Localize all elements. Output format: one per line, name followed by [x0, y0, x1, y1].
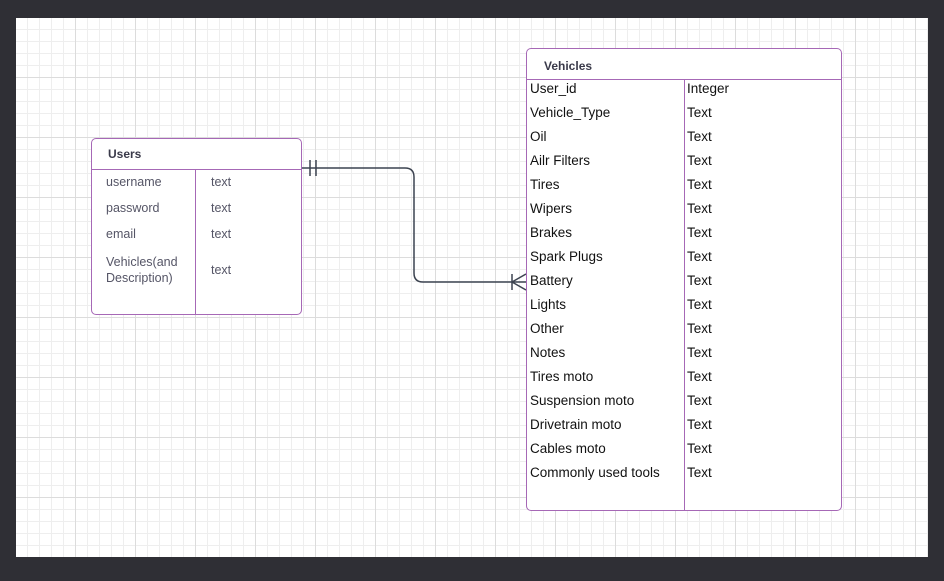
vehicles-field-row[interactable]: Battery Text [527, 273, 841, 291]
diagram-canvas: Users username text password text email … [16, 18, 928, 557]
field-type: text [211, 175, 232, 189]
field-type: text [211, 201, 232, 215]
vehicles-field-row[interactable]: Vehicle_Type Text [527, 105, 841, 123]
users-entity[interactable]: Users username text password text email … [91, 138, 302, 315]
vehicles-field-row[interactable]: User_id Integer [527, 81, 841, 99]
field-type: Text [687, 249, 712, 264]
field-name: email [106, 227, 136, 241]
field-name: password [106, 201, 160, 215]
field-name: Cables moto [530, 441, 606, 456]
vehicles-field-row[interactable]: Lights Text [527, 297, 841, 315]
users-entity-title: Users [92, 139, 301, 170]
field-type: Text [687, 465, 712, 480]
field-name: Suspension moto [530, 393, 635, 408]
field-name: Wipers [530, 201, 573, 216]
relationship-line [302, 167, 526, 283]
field-name: Other [530, 321, 564, 336]
users-field-row[interactable]: Vehicles(and Description) text [92, 254, 301, 288]
vehicles-field-row[interactable]: Wipers Text [527, 201, 841, 219]
field-name: User_id [530, 81, 577, 96]
field-type: text [211, 263, 232, 277]
field-name: Lights [530, 297, 567, 312]
vehicles-field-row[interactable]: Suspension moto Text [527, 393, 841, 411]
users-field-row[interactable]: email text [92, 227, 301, 245]
field-type: Text [687, 417, 712, 432]
field-name: username [106, 175, 162, 189]
field-type: Text [687, 369, 712, 384]
users-column-divider [195, 169, 196, 314]
vehicles-field-row[interactable]: Cables moto Text [527, 441, 841, 459]
field-type: Text [687, 393, 712, 408]
field-name: Tires moto [530, 369, 594, 384]
field-type: Text [687, 201, 712, 216]
field-name: Commonly used tools [530, 465, 660, 480]
field-type: Text [687, 177, 712, 192]
vehicles-field-row[interactable]: Oil Text [527, 129, 841, 147]
field-type: Text [687, 105, 712, 120]
users-field-row[interactable]: username text [92, 175, 301, 193]
field-name: Battery [530, 273, 573, 288]
vehicles-field-row[interactable]: Notes Text [527, 345, 841, 363]
vehicles-column-divider [684, 79, 685, 510]
field-type: Text [687, 321, 712, 336]
vehicles-field-row[interactable]: Tires Text [527, 177, 841, 195]
vehicles-field-row[interactable]: Commonly used tools Text [527, 465, 841, 483]
field-type: Text [687, 273, 712, 288]
field-name: Ailr Filters [530, 153, 590, 168]
field-name: Tires [530, 177, 560, 192]
field-type: Text [687, 297, 712, 312]
field-name: Spark Plugs [530, 249, 603, 264]
field-type: Text [687, 345, 712, 360]
field-name: Vehicles(and Description) [106, 255, 178, 285]
relationship-connector[interactable] [16, 18, 928, 557]
field-name: Drivetrain moto [530, 417, 622, 432]
field-name: Oil [530, 129, 547, 144]
field-name: Brakes [530, 225, 573, 240]
vehicles-field-row[interactable]: Tires moto Text [527, 369, 841, 387]
cardinality-one-or-many-icon [511, 273, 527, 291]
field-type: Text [687, 129, 712, 144]
vehicles-field-row[interactable]: Spark Plugs Text [527, 249, 841, 267]
vehicles-entity-title: Vehicles [527, 49, 841, 80]
vehicles-field-row[interactable]: Ailr Filters Text [527, 153, 841, 171]
field-type: text [211, 227, 232, 241]
vehicles-field-row[interactable]: Brakes Text [527, 225, 841, 243]
users-field-row[interactable]: password text [92, 201, 301, 219]
field-name: Notes [530, 345, 566, 360]
cardinality-one-and-only-one-icon [309, 160, 317, 176]
field-type: Integer [687, 81, 730, 96]
field-type: Text [687, 153, 712, 168]
field-type: Text [687, 441, 712, 456]
field-type: Text [687, 225, 712, 240]
vehicles-field-row[interactable]: Drivetrain moto Text [527, 417, 841, 435]
field-name: Vehicle_Type [530, 105, 611, 120]
vehicles-field-row[interactable]: Other Text [527, 321, 841, 339]
